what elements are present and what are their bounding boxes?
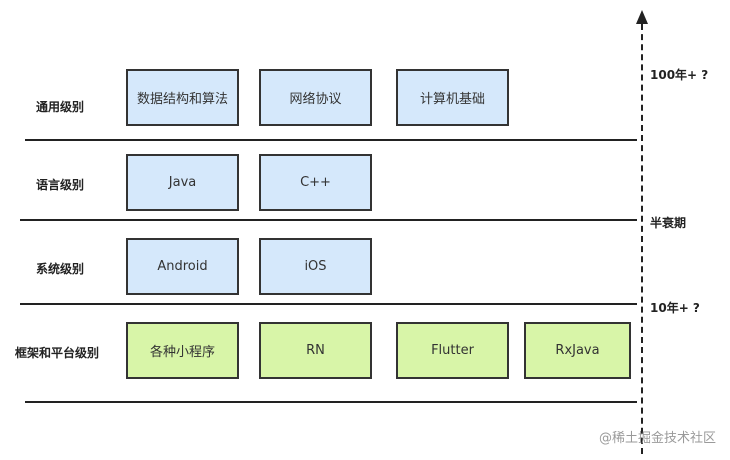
separator-line-1 [25,139,637,141]
box-cpp: C++ [259,154,372,211]
row-label-general: 通用级别 [36,100,85,114]
row-label-system: 系统级别 [36,262,85,276]
separator-line-2 [20,219,637,221]
axis-label-10-years: 10年+ ? [650,301,700,315]
row-label-framework: 框架和平台级别 [15,346,100,360]
row-label-language: 语言级别 [36,178,85,192]
time-axis [641,24,643,454]
axis-label-half-life: 半衰期 [650,216,687,230]
box-network-protocol: 网络协议 [259,69,372,126]
box-mini-programs: 各种小程序 [126,322,239,379]
box-rn: RN [259,322,372,379]
separator-line-3 [20,303,637,305]
watermark: @稀土掘金技术社区 [598,431,716,446]
box-flutter: Flutter [396,322,509,379]
box-rxjava: RxJava [524,322,631,379]
box-java: Java [126,154,239,211]
box-ios: iOS [259,238,372,295]
axis-label-100-years: 100年+ ? [650,68,709,82]
axis-arrow-icon [636,10,648,24]
box-computer-basics: 计算机基础 [396,69,509,126]
box-android: Android [126,238,239,295]
separator-line-4 [25,401,637,403]
box-data-structures-algorithms: 数据结构和算法 [126,69,239,126]
